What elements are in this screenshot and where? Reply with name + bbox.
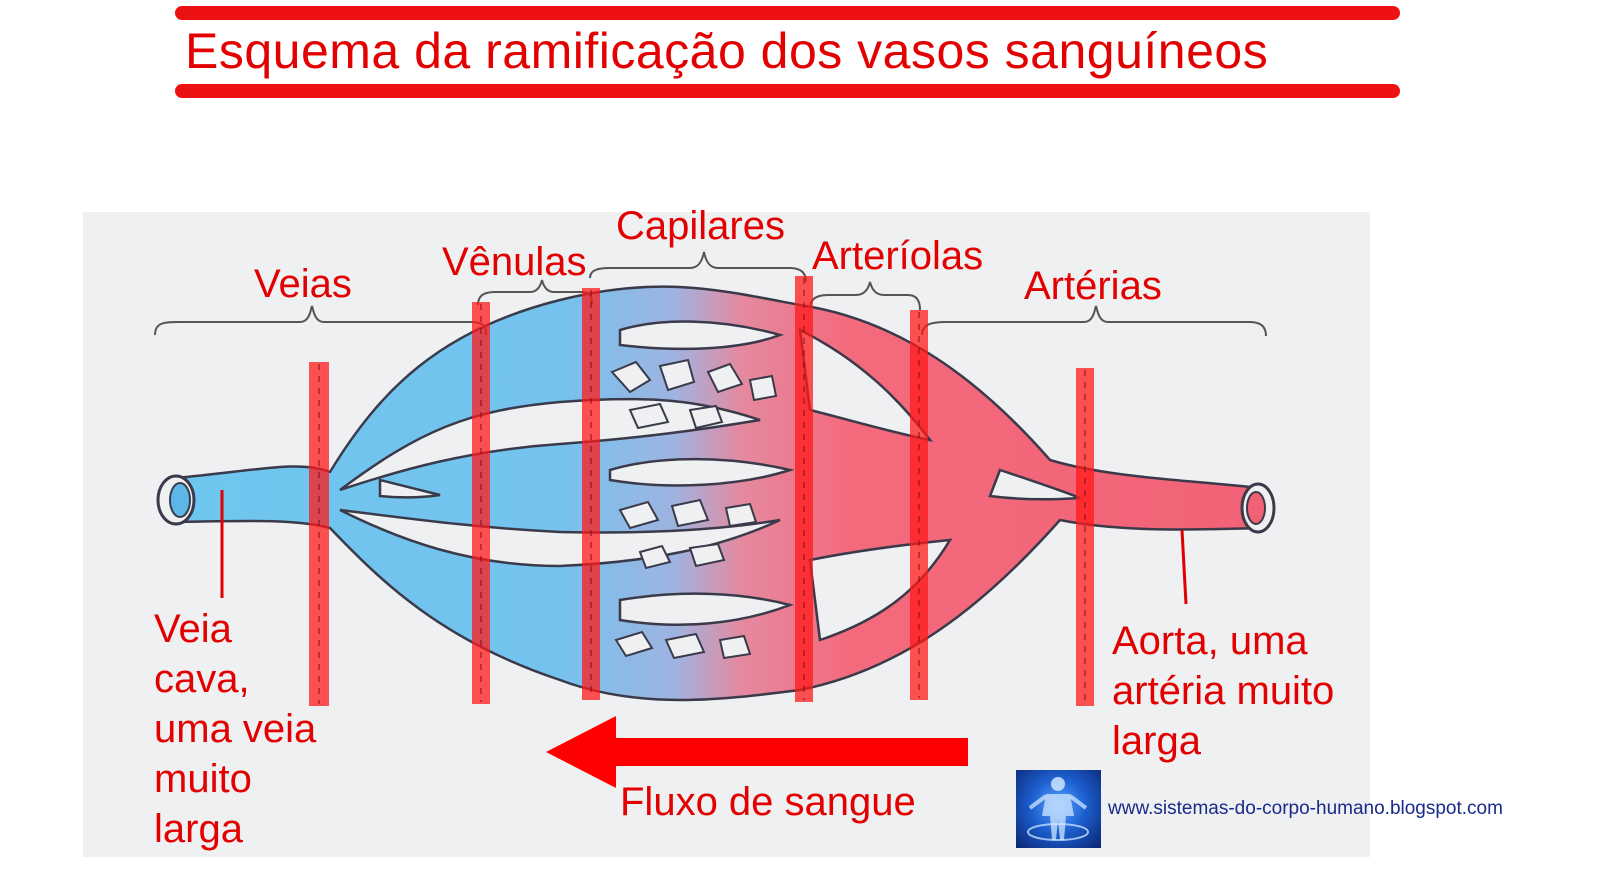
- label-capilares: Capilares: [616, 204, 785, 249]
- label-veia-cava: Veia cava, uma veia muito larga: [154, 604, 316, 854]
- label-venulas: Vênulas: [442, 240, 587, 285]
- veia-cava-line-1: Veia: [154, 604, 316, 654]
- vena-cava-inner: [170, 483, 190, 517]
- veia-cava-line-2: cava,: [154, 654, 316, 704]
- veia-cava-line-4: muito: [154, 754, 316, 804]
- label-veias: Veias: [254, 262, 352, 307]
- veia-cava-line-5: larga: [154, 804, 316, 854]
- aorta-line-3: larga: [1112, 716, 1334, 766]
- source-url[interactable]: www.sistemas-do-corpo-humano.blogspot.co…: [1108, 798, 1503, 820]
- aorta-line-1: Aorta, uma: [1112, 616, 1334, 666]
- human-body-logo-icon: [1016, 770, 1101, 848]
- label-arteriolas: Arteríolas: [812, 234, 983, 279]
- veia-cava-line-3: uma veia: [154, 704, 316, 754]
- label-flow: Fluxo de sangue: [620, 780, 916, 825]
- aorta-line-2: artéria muito: [1112, 666, 1334, 716]
- label-aorta: Aorta, uma artéria muito larga: [1112, 616, 1334, 766]
- aorta-inner: [1247, 492, 1265, 524]
- label-arterias: Artérias: [1024, 264, 1162, 309]
